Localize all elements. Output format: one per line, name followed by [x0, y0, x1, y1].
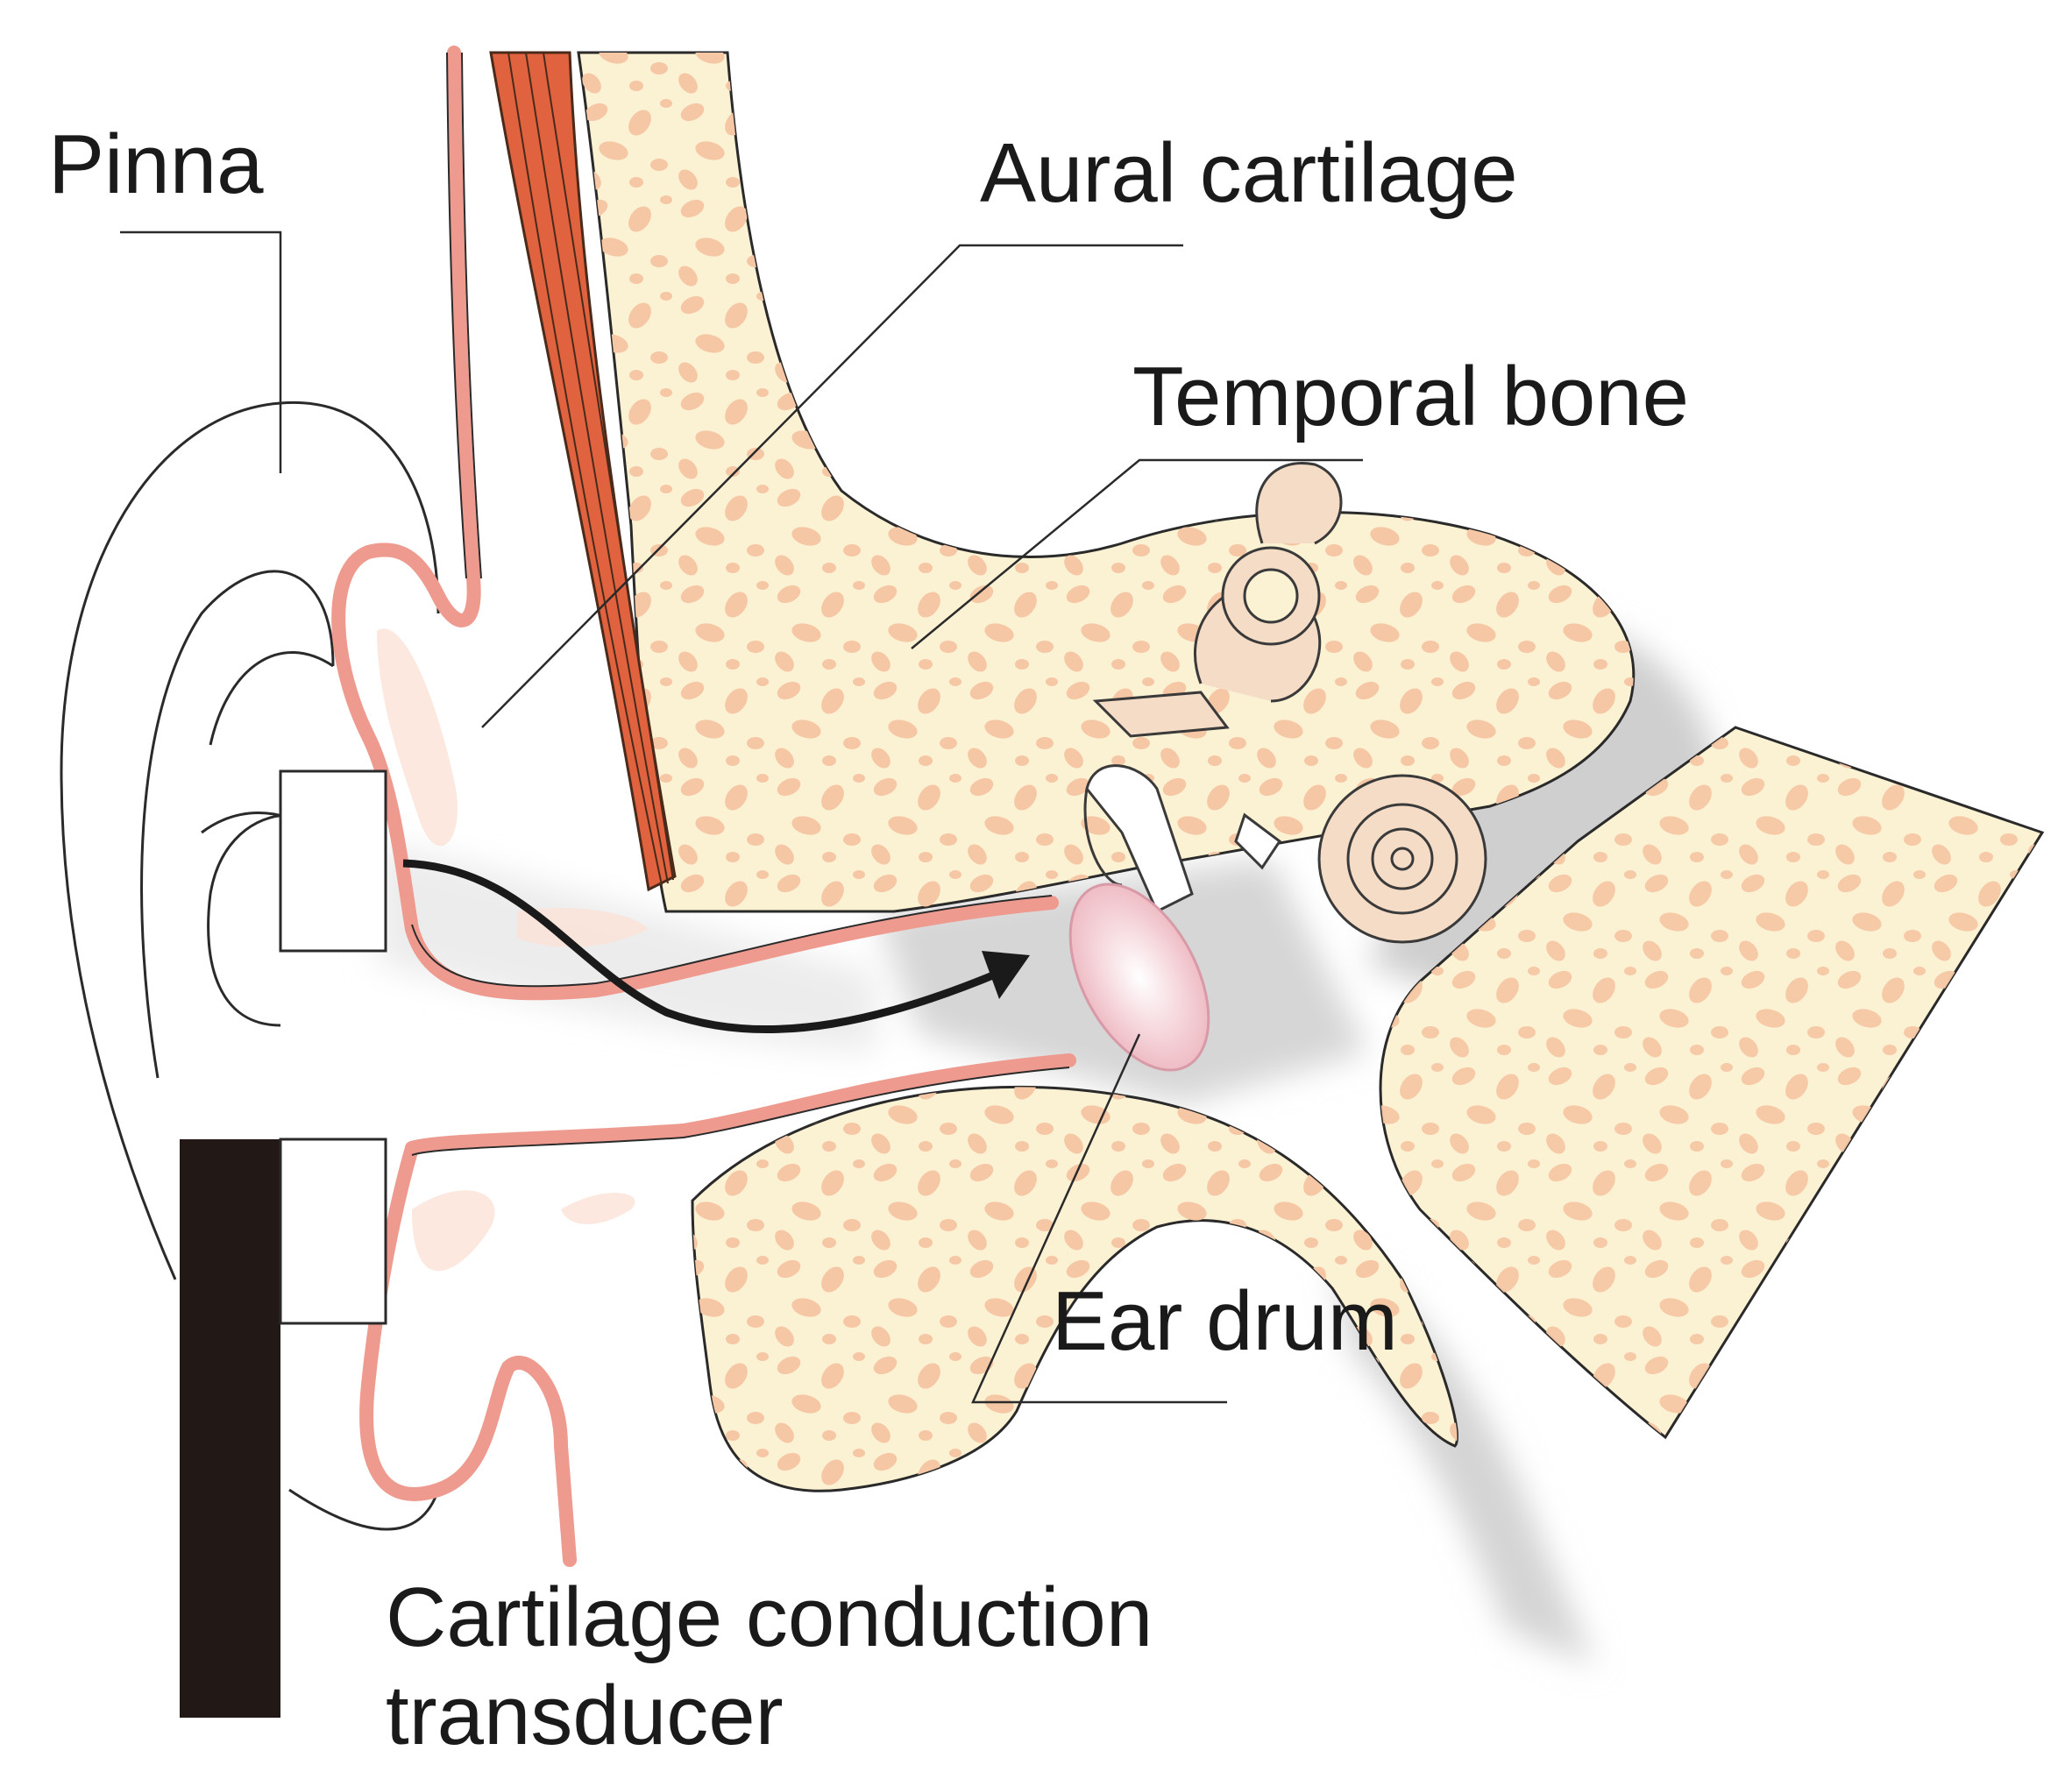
muscle-band — [489, 51, 677, 892]
conduction-arrow — [402, 859, 1001, 1034]
label-transducer: Cartilage conduction transducer — [386, 1569, 1262, 1765]
label-pinna: Pinna — [48, 117, 264, 211]
label-temporal-bone: Temporal bone — [1132, 350, 1690, 443]
transducer-contact-lower — [279, 1138, 387, 1325]
label-transducer-line1: Cartilage conduction — [386, 1570, 1153, 1664]
aural-cartilage-tint — [377, 628, 649, 1272]
ear-drum — [1068, 882, 1210, 1072]
transducer-contact-upper — [279, 769, 387, 953]
label-ear-drum: Ear drum — [1052, 1274, 1398, 1368]
inner-ear — [1083, 462, 1487, 944]
leader-lines — [120, 230, 1363, 1404]
label-transducer-line2: transducer — [386, 1669, 784, 1762]
transducer-body — [180, 1139, 280, 1718]
label-aural-cartilage: Aural cartilage — [980, 126, 1518, 220]
arrow-head — [982, 951, 1030, 999]
